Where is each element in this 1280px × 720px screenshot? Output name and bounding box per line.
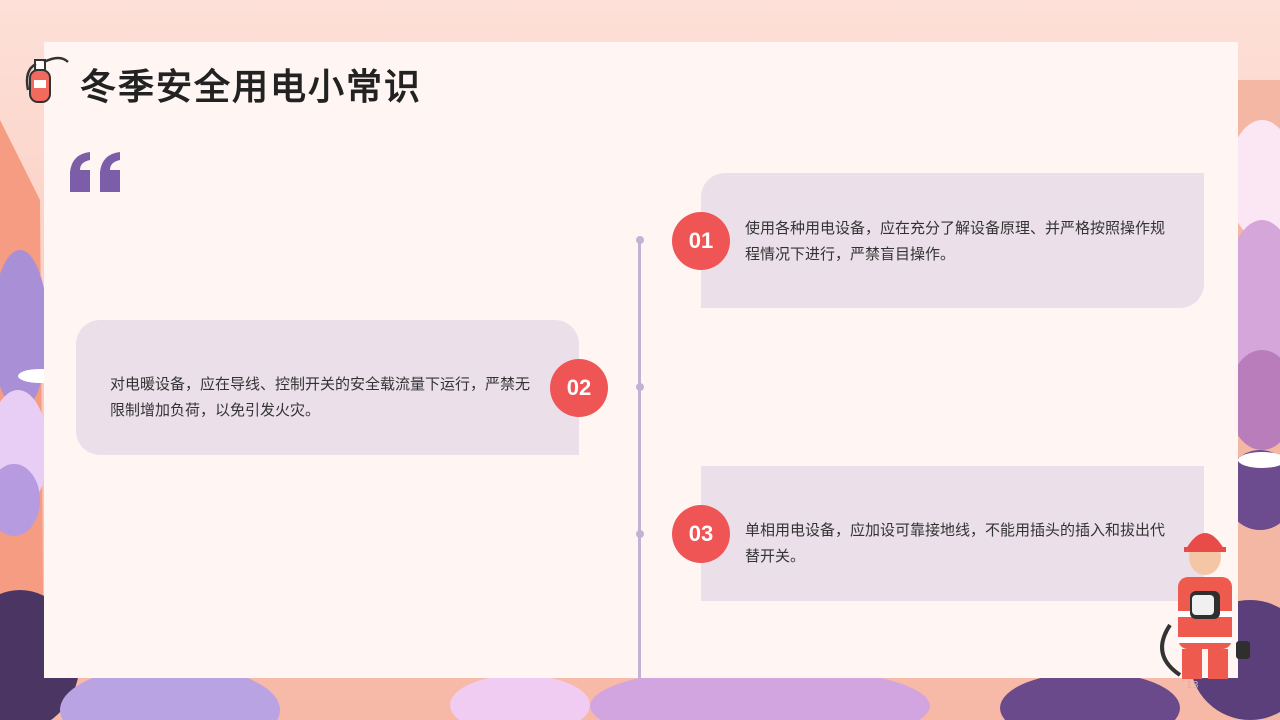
quote-mark-icon [70, 152, 120, 192]
fire-extinguisher-icon [25, 56, 69, 103]
timeline-dot [636, 236, 644, 244]
tip-card-03: 单相用电设备，应加设可靠接地线，不能用插头的插入和拔出代替开关。 [701, 466, 1204, 601]
tip-card-01: 使用各种用电设备，应在充分了解设备原理、并严格按照操作规程情况下进行，严禁盲目操… [701, 173, 1204, 308]
tip-number-badge-01: 01 [672, 212, 730, 270]
tip-card-02: 对电暖设备，应在导线、控制开关的安全载流量下运行，严禁无限制增加负荷，以免引发火… [76, 320, 579, 455]
tip-text-01: 使用各种用电设备，应在充分了解设备原理、并严格按照操作规程情况下进行，严禁盲目操… [745, 219, 1166, 263]
tip-number-badge-02: 02 [550, 359, 608, 417]
timeline-dot [636, 530, 644, 538]
page-number: 13 [1186, 680, 1199, 691]
tip-number-badge-03: 03 [672, 505, 730, 563]
timeline-dot [636, 383, 644, 391]
timeline-line [638, 240, 641, 680]
tip-text-03: 单相用电设备，应加设可靠接地线，不能用插头的插入和拔出代替开关。 [745, 521, 1166, 565]
page-title: 冬季安全用电小常识 [80, 67, 423, 108]
firefighter-illustration [1160, 533, 1250, 679]
tip-text-02: 对电暖设备，应在导线、控制开关的安全载流量下运行，严禁无限制增加负荷，以免引发火… [110, 375, 531, 419]
